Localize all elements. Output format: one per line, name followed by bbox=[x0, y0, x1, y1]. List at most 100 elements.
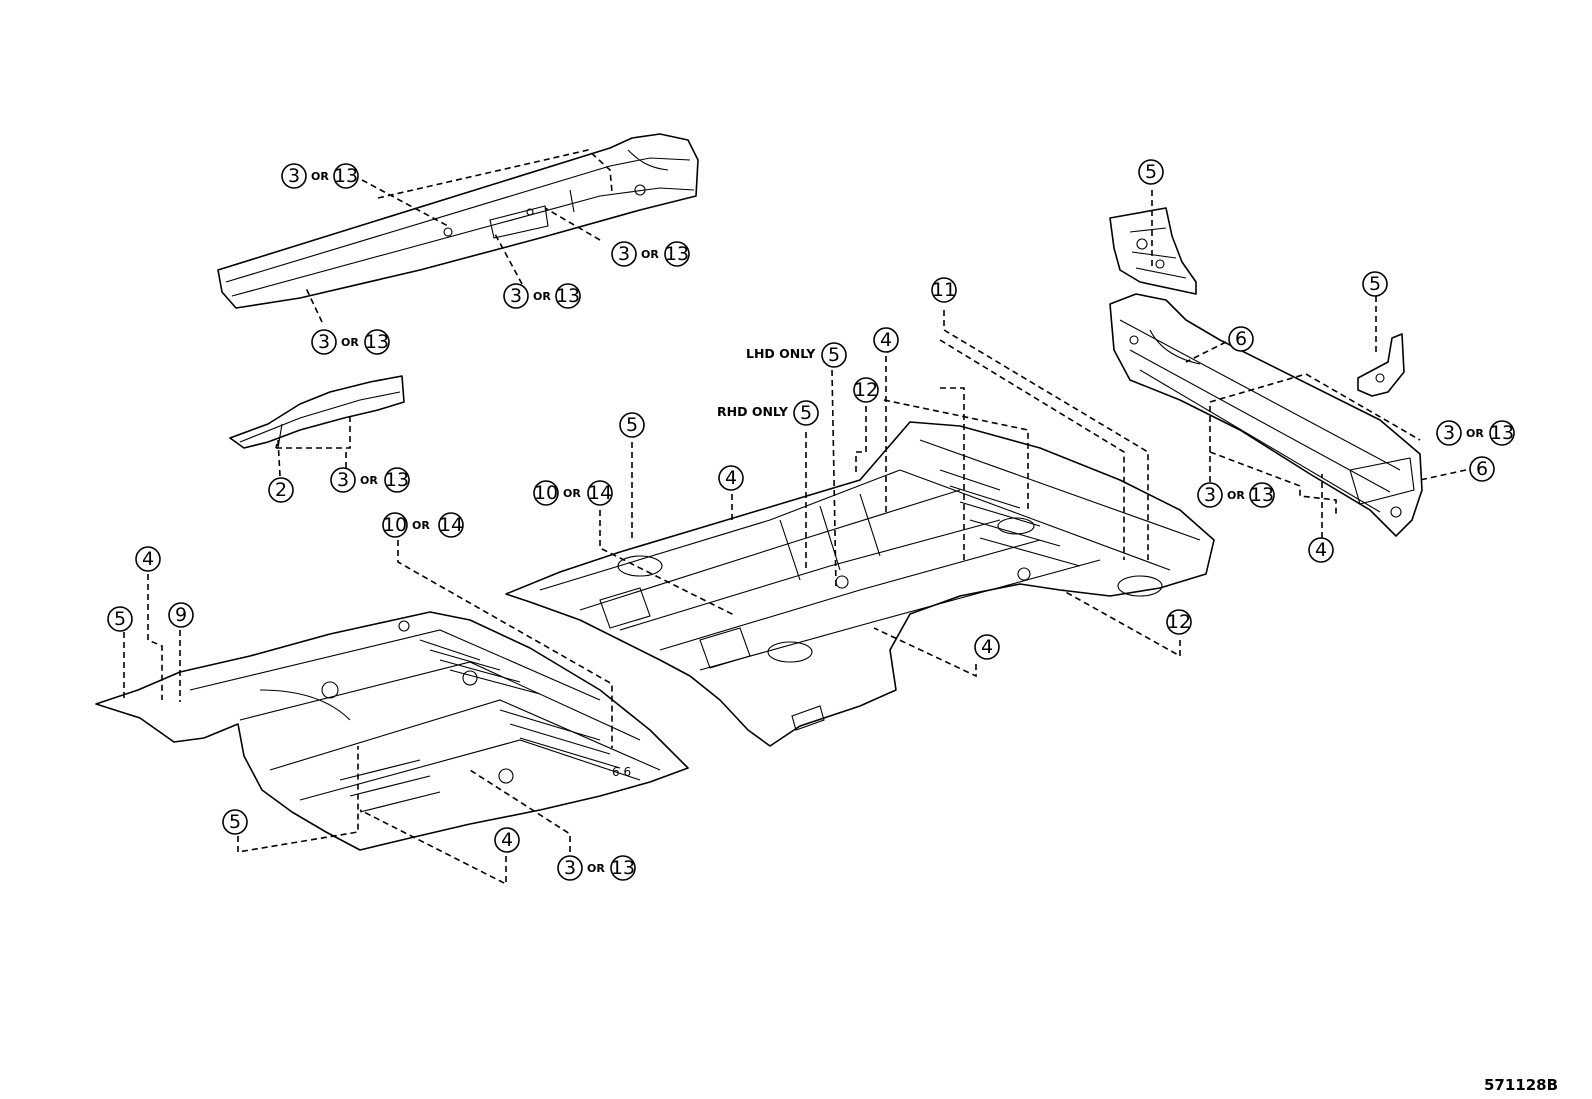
callout-4: 4 bbox=[1308, 537, 1334, 563]
svg-text:3: 3 bbox=[1443, 422, 1455, 444]
rhd-only-callout: RHD ONLY 5 bbox=[717, 400, 819, 426]
callout-10: 10 bbox=[382, 512, 408, 538]
callout-3: 3 bbox=[281, 163, 307, 189]
front-floor-bracket bbox=[229, 375, 405, 449]
or-label: OR bbox=[587, 862, 605, 875]
callout-13: 13 bbox=[664, 241, 690, 267]
callout-5: 5 bbox=[222, 809, 248, 835]
callout-4: 4 bbox=[873, 327, 899, 353]
svg-text:13: 13 bbox=[334, 165, 358, 187]
svg-text:4: 4 bbox=[142, 548, 154, 570]
callout-3: 3 bbox=[311, 329, 337, 355]
callout-3-or-13-c: 3 OR 13 bbox=[503, 283, 581, 309]
callout-2: 2 bbox=[268, 477, 294, 503]
callout-3-or-13-h: 3 OR 13 bbox=[1197, 482, 1275, 508]
svg-text:5: 5 bbox=[828, 344, 840, 366]
svg-text:5: 5 bbox=[114, 608, 126, 630]
svg-text:14: 14 bbox=[439, 514, 463, 536]
callout-13: 13 bbox=[555, 283, 581, 309]
svg-text:3: 3 bbox=[337, 469, 349, 491]
svg-text:4: 4 bbox=[1315, 539, 1327, 561]
callout-3: 3 bbox=[611, 241, 637, 267]
svg-text:3: 3 bbox=[564, 857, 576, 879]
svg-text:13: 13 bbox=[665, 243, 689, 265]
svg-text:3: 3 bbox=[318, 331, 330, 353]
callout-13: 13 bbox=[364, 329, 390, 355]
svg-text:3: 3 bbox=[618, 243, 630, 265]
svg-text:6: 6 bbox=[1476, 458, 1488, 480]
or-label: OR bbox=[563, 487, 581, 500]
svg-text:13: 13 bbox=[1250, 484, 1274, 506]
callout-3-or-13-b: 3 OR 13 bbox=[611, 241, 690, 267]
callout-10: 10 bbox=[533, 480, 559, 506]
svg-text:11: 11 bbox=[932, 279, 956, 301]
svg-text:10: 10 bbox=[534, 482, 558, 504]
front-floor-pan: 6 6 bbox=[95, 611, 689, 851]
svg-text:13: 13 bbox=[1490, 422, 1514, 444]
svg-text:13: 13 bbox=[385, 469, 409, 491]
callout-3: 3 bbox=[503, 283, 529, 309]
rhd-only-label: RHD ONLY bbox=[717, 404, 789, 419]
leader-lines bbox=[123, 149, 1467, 886]
lhd-only-callout: LHD ONLY 5 bbox=[746, 342, 847, 368]
svg-text:5: 5 bbox=[1369, 273, 1381, 295]
callout-13: 13 bbox=[384, 467, 410, 493]
callout-6: 6 bbox=[1469, 456, 1495, 482]
callout-4: 4 bbox=[135, 546, 161, 572]
document-id: 571128B bbox=[1484, 1076, 1558, 1094]
callout-9: 9 bbox=[168, 602, 194, 628]
center-floor-pan bbox=[505, 421, 1215, 747]
callout-10-or-14-b: 10 OR 14 bbox=[533, 480, 613, 506]
callout-12: 12 bbox=[853, 377, 879, 403]
or-label: OR bbox=[360, 474, 378, 487]
svg-text:4: 4 bbox=[725, 467, 737, 489]
callout-3-or-13-f: 3 OR 13 bbox=[557, 855, 636, 881]
svg-text:5: 5 bbox=[800, 402, 812, 424]
callout-3: 3 bbox=[1197, 482, 1223, 508]
svg-text:5: 5 bbox=[1145, 161, 1157, 183]
callout-4: 4 bbox=[494, 827, 520, 853]
svg-text:14: 14 bbox=[588, 482, 612, 504]
callout-5: 5 bbox=[1362, 271, 1388, 297]
svg-text:9: 9 bbox=[175, 604, 187, 626]
callout-5: 5 bbox=[793, 400, 819, 426]
svg-text:4: 4 bbox=[501, 829, 513, 851]
callout-5: 5 bbox=[107, 606, 133, 632]
svg-text:3: 3 bbox=[510, 285, 522, 307]
svg-text:12: 12 bbox=[1167, 611, 1191, 633]
callout-14: 14 bbox=[587, 480, 613, 506]
callout-4: 4 bbox=[974, 634, 1000, 660]
svg-text:5: 5 bbox=[626, 414, 638, 436]
lhd-only-label: LHD ONLY bbox=[746, 346, 816, 361]
front-side-rail-panel bbox=[217, 133, 699, 309]
svg-text:6: 6 bbox=[1235, 328, 1247, 350]
or-label: OR bbox=[412, 519, 430, 532]
callout-3: 3 bbox=[557, 855, 583, 881]
callout-4: 4 bbox=[718, 465, 744, 491]
callout-5: 5 bbox=[619, 412, 645, 438]
callout-5: 5 bbox=[1138, 159, 1164, 185]
callout-12: 12 bbox=[1166, 609, 1192, 635]
or-label: OR bbox=[341, 336, 359, 349]
callout-3: 3 bbox=[330, 467, 356, 493]
svg-text:4: 4 bbox=[981, 636, 993, 658]
svg-text:12: 12 bbox=[854, 379, 878, 401]
callout-3-or-13-g: 3 OR 13 bbox=[1436, 420, 1515, 446]
callout-6: 6 bbox=[1228, 326, 1254, 352]
callout-11: 11 bbox=[931, 277, 957, 303]
callout-13: 13 bbox=[333, 163, 359, 189]
svg-text:13: 13 bbox=[611, 857, 635, 879]
svg-text:4: 4 bbox=[880, 329, 892, 351]
callout-10-or-14-a: 10 OR 14 bbox=[382, 512, 464, 538]
or-label: OR bbox=[311, 170, 329, 183]
rear-side-rail-panel bbox=[1109, 293, 1423, 537]
or-label: OR bbox=[533, 290, 551, 303]
callout-13: 13 bbox=[610, 855, 636, 881]
svg-text:3: 3 bbox=[288, 165, 300, 187]
rear-corner-panel bbox=[1109, 207, 1197, 295]
callout-13: 13 bbox=[1489, 420, 1515, 446]
callout-3-or-13-e: 3 OR 13 bbox=[330, 467, 410, 493]
callout-13: 13 bbox=[1249, 482, 1275, 508]
rear-bracket bbox=[1357, 333, 1405, 397]
